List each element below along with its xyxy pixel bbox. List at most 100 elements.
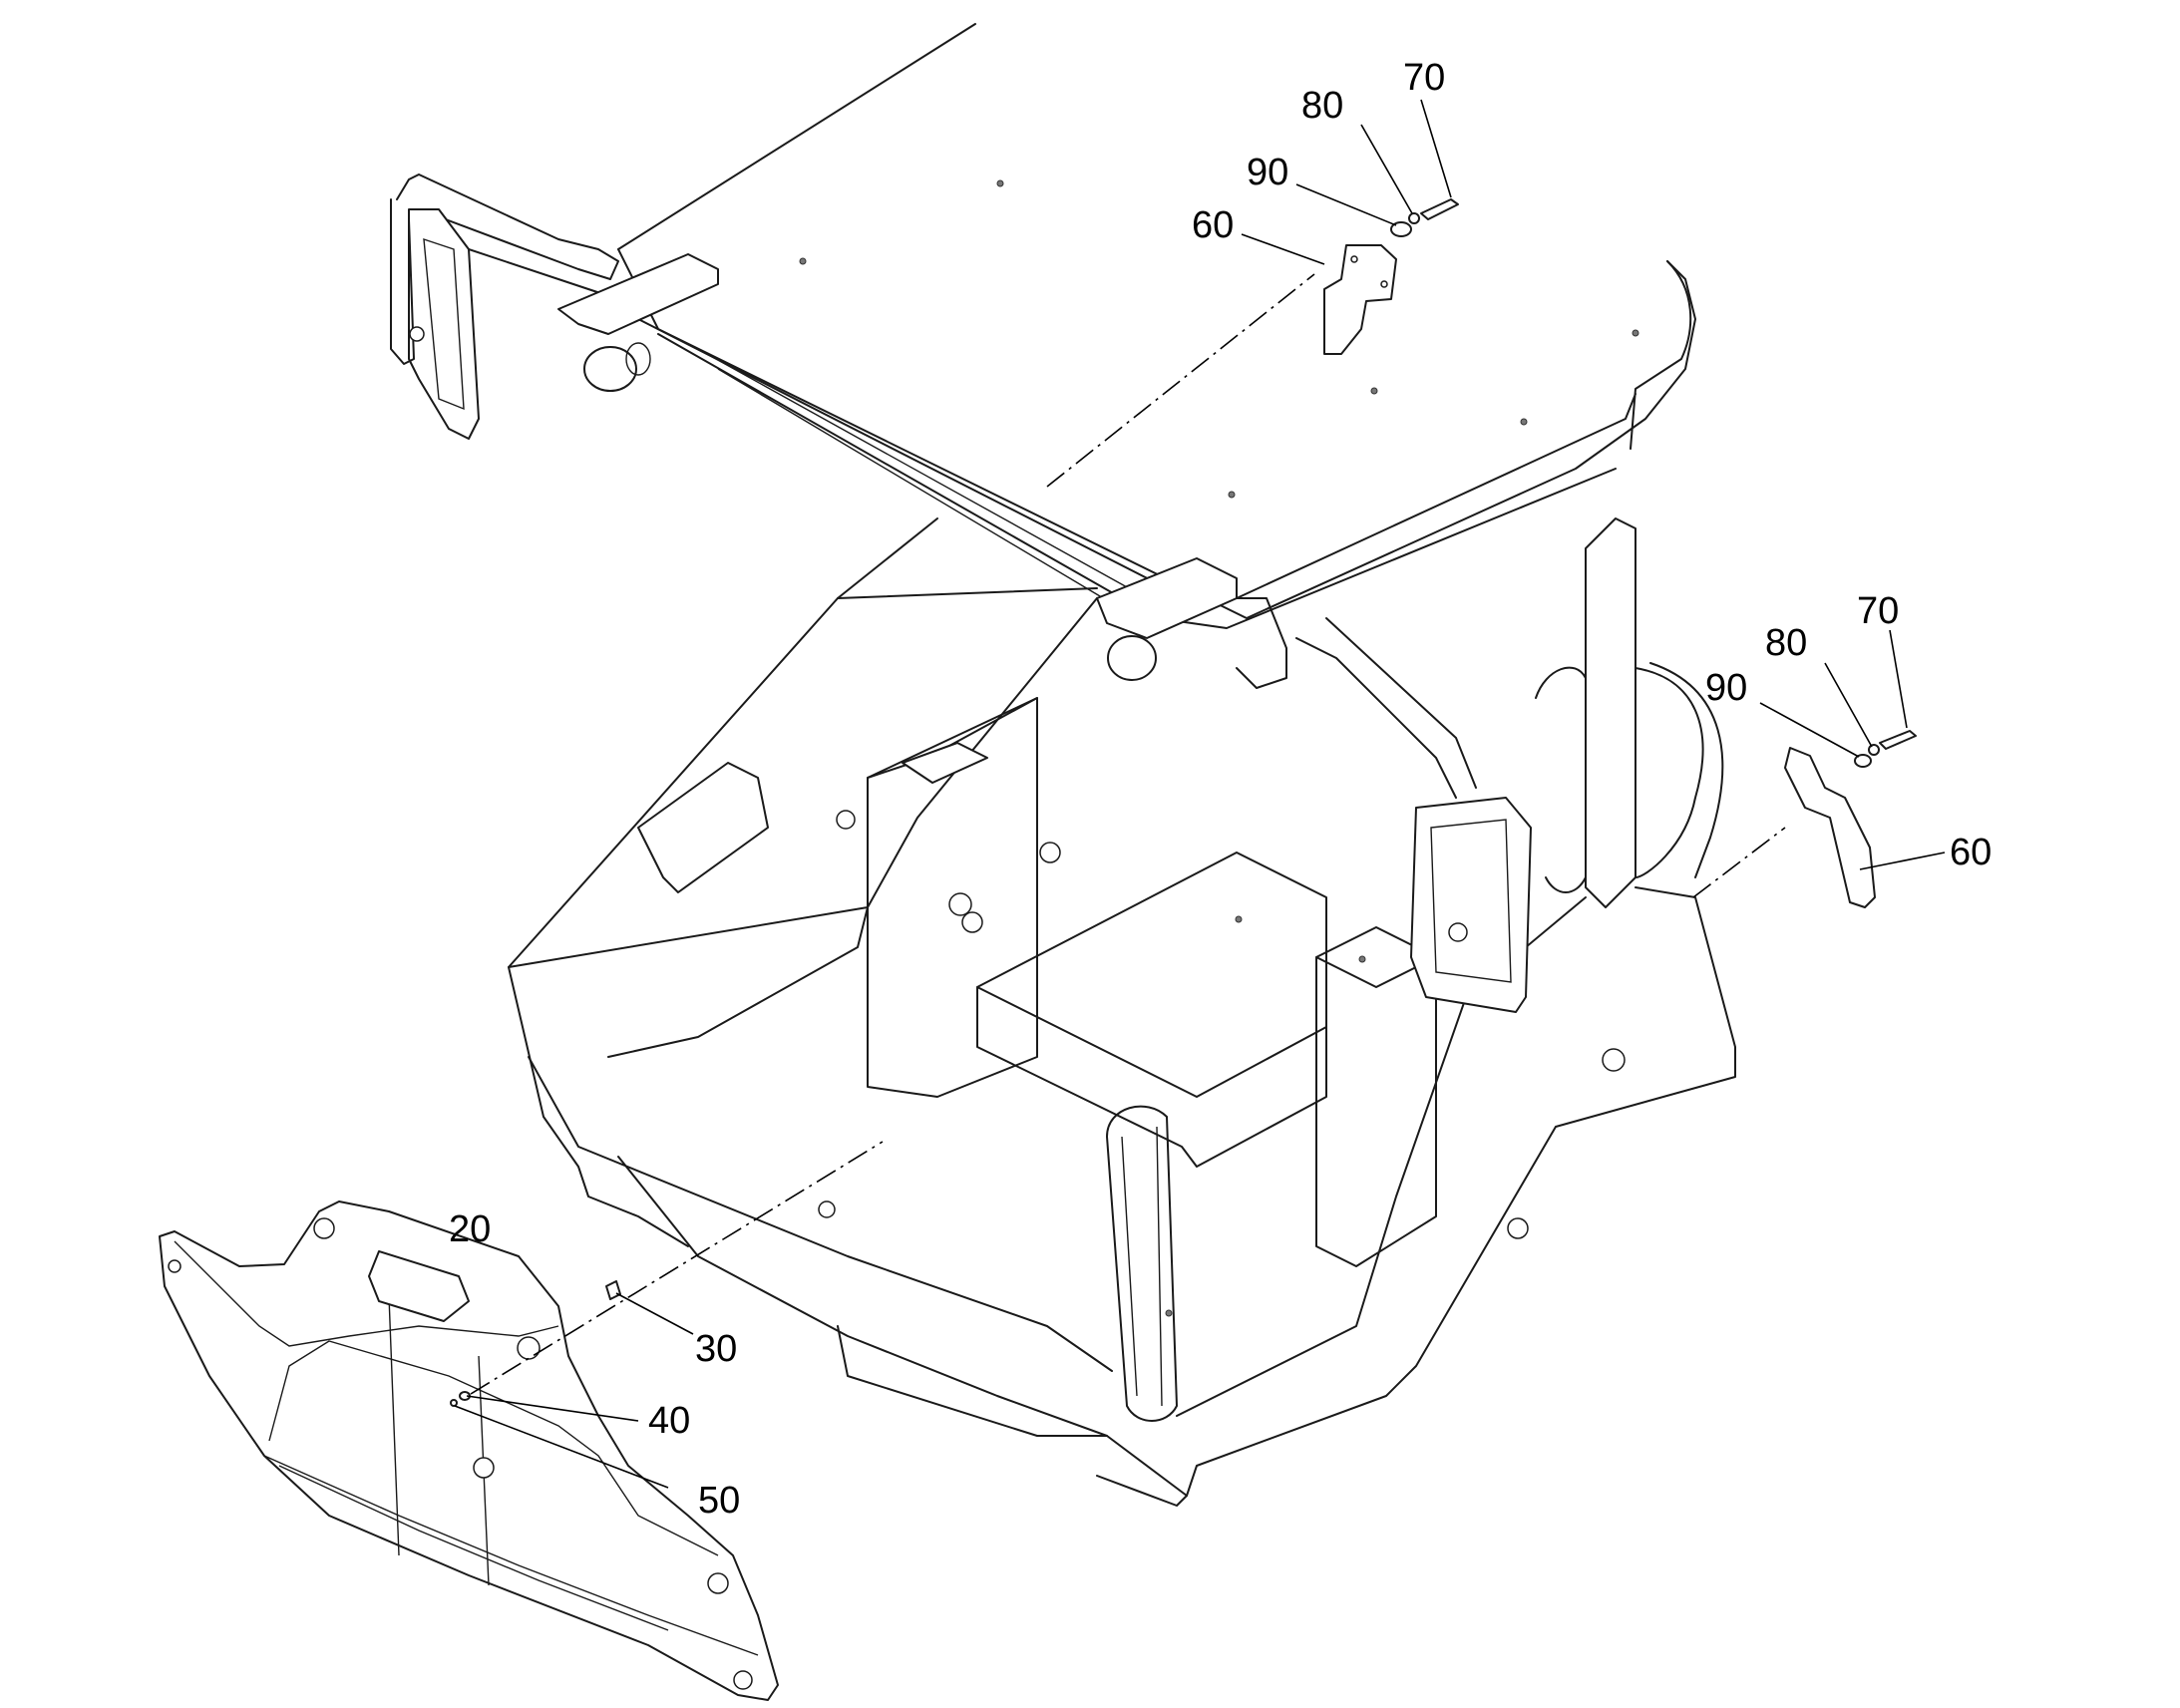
- left-mirror-mount: [390, 198, 415, 365]
- lower-body: [617, 1156, 1188, 1507]
- leader-right-90: [1759, 702, 1860, 758]
- front-panel-contour-1: [174, 1240, 559, 1347]
- callout-right-80: 80: [1765, 622, 1807, 664]
- leader-50: [454, 1405, 669, 1489]
- upper-bolt-70: [1420, 198, 1459, 220]
- panel-hole-3: [473, 1457, 495, 1479]
- leader-right-70: [1889, 629, 1908, 729]
- lower-dot: [1165, 1309, 1173, 1317]
- callout-40: 40: [648, 1400, 690, 1442]
- upper-bracket-60: [1323, 244, 1397, 355]
- screw-50: [450, 1399, 458, 1407]
- right-mirror-arm: [1295, 617, 1477, 799]
- callout-upper-60: 60: [1192, 204, 1234, 246]
- front-panel-assembly: [159, 1200, 779, 1701]
- left-mirror-arm: [396, 173, 619, 280]
- right-fender-outer: [1649, 662, 1724, 878]
- front-grab-handle-inner: [1121, 1126, 1163, 1407]
- right-lockwasher-80: [1868, 744, 1880, 756]
- machine-frame: [390, 23, 1736, 1507]
- platform-dot-1: [799, 257, 807, 265]
- left-mirror-bolt: [409, 326, 425, 342]
- left-cabin-wall: [508, 517, 938, 1247]
- left-door-opening: [508, 587, 1098, 968]
- callout-right-70: 70: [1857, 590, 1899, 632]
- canopy-front-beam: [637, 318, 1636, 599]
- panel-hole-2: [517, 1336, 541, 1360]
- front-panel-handle-recess: [368, 1250, 470, 1322]
- left-hinge-plate: [557, 253, 719, 335]
- center-lines: [470, 273, 1786, 1395]
- leader-right-80: [1824, 662, 1873, 748]
- callout-upper-80: 80: [1301, 85, 1343, 127]
- seat-dot-1: [1235, 915, 1243, 923]
- centerline-upper: [1046, 273, 1315, 488]
- center-tower-vent: [902, 742, 988, 784]
- callout-upper-70: 70: [1403, 57, 1445, 99]
- center-knob: [1107, 635, 1157, 681]
- callout-upper-90: 90: [1247, 152, 1288, 193]
- right-mirror: [1410, 797, 1532, 1013]
- right-pedestal: [1315, 926, 1437, 1267]
- leader-upper-70: [1420, 99, 1452, 198]
- leader-lines: [454, 99, 1946, 1489]
- front-panel-contour-4: [278, 1465, 669, 1631]
- right-bracket-60: [1784, 747, 1876, 908]
- panel-hole-5: [733, 1670, 753, 1690]
- platform-dot-5: [1520, 418, 1528, 426]
- callout-20: 20: [449, 1208, 491, 1250]
- platform-dot-3: [1228, 491, 1236, 499]
- right-bolt-70: [1879, 730, 1917, 750]
- right-wall-hole: [1602, 1048, 1626, 1072]
- top-beam-line: [617, 23, 976, 250]
- leader-upper-90: [1295, 183, 1397, 226]
- panel-hole-1: [313, 1217, 335, 1239]
- panel-hole-6: [168, 1259, 182, 1273]
- centerline-right: [1692, 827, 1786, 898]
- left-mirror-glass: [423, 237, 465, 411]
- left-wall-bracket: [637, 762, 769, 893]
- lower-skirt: [837, 1325, 1108, 1437]
- front-panel-contour-3: [263, 1455, 759, 1656]
- right-cabin-wall: [1186, 886, 1736, 1497]
- right-grab-handle: [1535, 666, 1587, 893]
- left-wall-lower-panel: [528, 1056, 1113, 1372]
- platform-edge-right: [1630, 260, 1692, 450]
- pedestal-dot: [1358, 955, 1366, 963]
- leader-upper-60: [1241, 233, 1325, 265]
- leader-right-60: [1859, 852, 1946, 870]
- lower-hole: [818, 1200, 836, 1218]
- callout-30: 30: [695, 1328, 737, 1370]
- panel-hole-4: [707, 1572, 729, 1594]
- upper-bracket-hole-2: [1380, 280, 1388, 288]
- front-grab-handle: [1106, 1105, 1178, 1422]
- callout-50: 50: [698, 1480, 740, 1522]
- left-knob: [583, 346, 637, 392]
- canopy-front-beam-lower: [657, 333, 1617, 629]
- platform-top: [617, 248, 1696, 619]
- platform-dot-4: [1370, 387, 1378, 395]
- right-post: [1585, 517, 1636, 908]
- platform-dot-2: [996, 179, 1004, 187]
- right-mirror-glass: [1430, 819, 1512, 983]
- right-washer-90: [1854, 754, 1872, 768]
- upper-lockwasher-80: [1408, 212, 1420, 224]
- callout-right-60: 60: [1950, 832, 1992, 873]
- leader-upper-80: [1360, 124, 1413, 214]
- callout-labels: 70 80 90 60 70 80 90 60 20 30 40 50: [449, 57, 1992, 1522]
- left-knob-face: [625, 342, 651, 376]
- right-fender: [1635, 667, 1704, 878]
- seat-box: [976, 852, 1327, 1168]
- centerline-front: [470, 1141, 884, 1395]
- upper-bracket-assembly: [1323, 198, 1459, 355]
- right-mirror-bolt: [1448, 922, 1468, 942]
- tower-hole-1: [948, 892, 972, 916]
- platform-dot-6: [1632, 329, 1639, 337]
- seat-box-top: [976, 986, 1327, 1098]
- leader-30: [615, 1292, 694, 1335]
- tower-hole-3: [1039, 842, 1061, 863]
- upper-bracket-hole: [1350, 255, 1358, 263]
- left-wall-hole: [836, 810, 856, 830]
